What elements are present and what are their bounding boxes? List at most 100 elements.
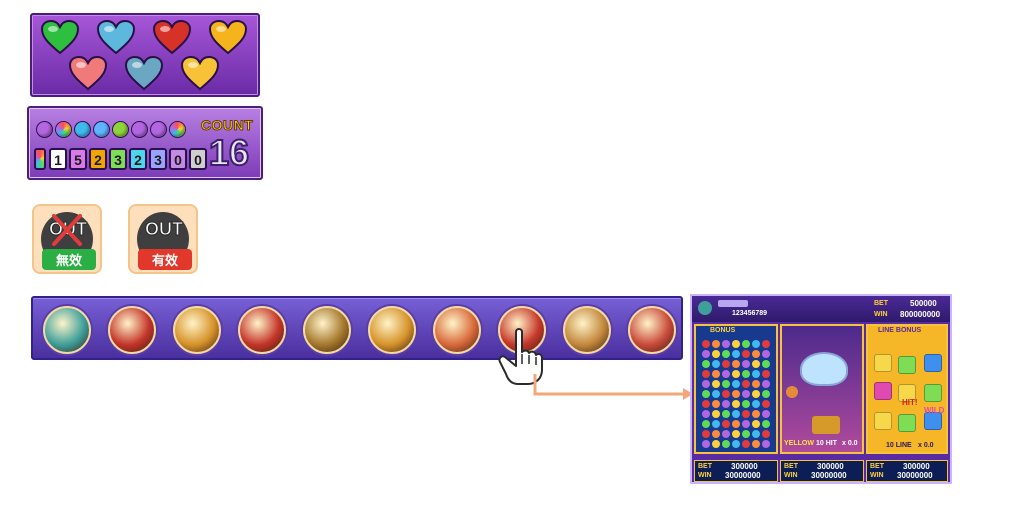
gem-icon [722, 400, 730, 408]
bet-label: BET [870, 463, 884, 470]
gem-icon [702, 420, 710, 428]
red-heart-icon [152, 19, 192, 55]
gem-icon [742, 360, 750, 368]
fortune-bag-game-icon[interactable] [108, 306, 156, 354]
gem-icon [722, 390, 730, 398]
green-heart-icon [40, 19, 80, 55]
preview-bottom-left: BET 300000 WIN 30000000 [694, 460, 778, 482]
gem-icon [722, 420, 730, 428]
preview-bottom-middle: BET 300000 WIN 30000000 [780, 460, 864, 482]
gem-icon [742, 350, 750, 358]
preview-user-id: 123456789 [732, 310, 768, 317]
gem-icon [702, 340, 710, 348]
gem-icon [722, 410, 730, 418]
preview-middle-mult: x 0.0 [842, 440, 858, 447]
bet-label: BET [784, 463, 798, 470]
preview-board-middle: YELLOW 10 HIT x 0.0 [780, 324, 864, 454]
gem-icon [712, 390, 720, 398]
gem-icon [722, 430, 730, 438]
preview-right-mult: x 0.0 [918, 442, 934, 449]
preview-middle-status: YELLOW [784, 440, 814, 447]
gem-icon [752, 400, 760, 408]
gem-icon [732, 340, 740, 348]
gem-icon [752, 410, 760, 418]
gem-icon [742, 380, 750, 388]
symbol-tile [898, 384, 916, 402]
snake-game-icon[interactable] [43, 306, 91, 354]
preview-wild-text: WILD [924, 406, 945, 415]
preview-board-right-title: LINE BONUS [878, 327, 922, 334]
count-number-box: 5 [69, 148, 87, 170]
gem-icon [762, 390, 770, 398]
count-number-box: 0 [189, 148, 207, 170]
color-dot [37, 122, 52, 137]
count-number-box: 1 [49, 148, 67, 170]
preview-board-right: LINE BONUS HIT! WILD 10 LINE x 0.0 [866, 324, 948, 454]
color-dot [94, 122, 109, 137]
bet-value: 300000 [817, 462, 844, 471]
gold-pot-game-icon-2[interactable] [368, 306, 416, 354]
preview-win-value: 800000000 [900, 310, 941, 319]
gem-icon [712, 430, 720, 438]
gold-pot-game-icon[interactable] [173, 306, 221, 354]
gem-icon [702, 440, 710, 448]
gem-icon [722, 360, 730, 368]
gem-icon [752, 340, 760, 348]
gem-icon [752, 390, 760, 398]
count-value: 16 [208, 131, 250, 174]
arrow-connector [533, 374, 693, 400]
gem-icon [732, 390, 740, 398]
gem-icon [762, 400, 770, 408]
gem-icon [722, 370, 730, 378]
hearts-panel [30, 13, 260, 97]
gem-icon [762, 350, 770, 358]
gem-icon [752, 420, 760, 428]
gem-icon [712, 370, 720, 378]
gem-icon [742, 410, 750, 418]
preview-win-label: WIN [874, 311, 888, 318]
out-sub-label: 有效 [138, 249, 192, 270]
gem-icon [752, 440, 760, 448]
gem-icon [752, 370, 760, 378]
santa-game-icon[interactable] [628, 306, 676, 354]
gem-icon [712, 380, 720, 388]
game-preview: 123456789 BET 500000 WIN 800000000 BONUS… [690, 294, 952, 484]
gem-icon [712, 420, 720, 428]
gem-icon [752, 360, 760, 368]
gem-icon [742, 420, 750, 428]
win-value: 30000000 [811, 471, 847, 480]
gem-icon [762, 420, 770, 428]
gem-icon [762, 410, 770, 418]
fortune-bag-gold-game-icon[interactable] [238, 306, 286, 354]
preview-bottom-right: BET 300000 WIN 30000000 [866, 460, 948, 482]
symbol-tile [874, 412, 892, 430]
gem-icon [702, 360, 710, 368]
gold-heart-icon [180, 55, 220, 91]
planet-icon [786, 386, 798, 398]
gem-icon [722, 440, 730, 448]
gem-icon [712, 350, 720, 358]
gem-icon [722, 350, 730, 358]
color-dot [113, 122, 128, 137]
out-sub-label: 無效 [42, 249, 96, 270]
symbol-tile [874, 354, 892, 372]
symbol-tile [924, 354, 942, 372]
gem-icon [732, 350, 740, 358]
gem-icon [742, 430, 750, 438]
gem-icon [712, 360, 720, 368]
bronze-dragon-game-icon[interactable] [303, 306, 351, 354]
preview-middle-hit: 10 HIT [816, 440, 838, 447]
gingerbread-game-icon[interactable] [563, 306, 611, 354]
gem-icon [752, 350, 760, 358]
preview-bet-value: 500000 [910, 299, 937, 308]
bet-value: 300000 [903, 462, 930, 471]
gem-icon [732, 400, 740, 408]
gem-icon [702, 400, 710, 408]
preview-hit-text: HIT! [902, 398, 918, 407]
preview-bet-label: BET [874, 300, 888, 307]
gem-icon [742, 390, 750, 398]
win-label: WIN [784, 472, 798, 479]
god-of-wealth-game-icon[interactable] [433, 306, 481, 354]
symbol-tile [898, 414, 916, 432]
